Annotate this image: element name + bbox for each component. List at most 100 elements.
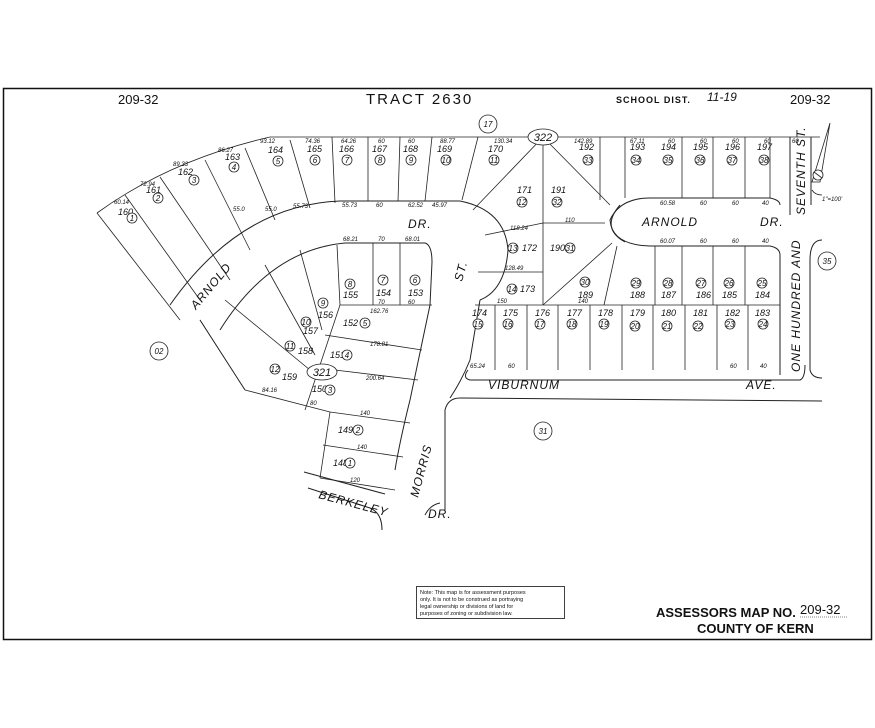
svg-text:159: 159 <box>282 372 297 382</box>
svg-text:35: 35 <box>823 257 832 266</box>
svg-text:60.58: 60.58 <box>660 201 676 207</box>
svg-text:168: 168 <box>403 144 418 154</box>
tract-title: TRACT 2630 <box>366 91 473 108</box>
street-seventh: SEVENTH ST. <box>794 126 808 215</box>
svg-text:70: 70 <box>378 300 385 306</box>
svg-text:186: 186 <box>696 290 711 300</box>
svg-text:166: 166 <box>339 144 354 154</box>
svg-text:65.24: 65.24 <box>470 364 486 370</box>
svg-text:60: 60 <box>668 139 675 145</box>
svg-text:4: 4 <box>345 351 350 360</box>
svg-text:23: 23 <box>725 320 735 329</box>
svg-text:158: 158 <box>298 346 313 356</box>
svg-text:60: 60 <box>732 139 739 145</box>
svg-text:68.21: 68.21 <box>343 237 358 243</box>
svg-text:24: 24 <box>758 320 768 329</box>
svg-text:151: 151 <box>330 350 345 360</box>
svg-text:2: 2 <box>355 426 361 435</box>
svg-text:160: 160 <box>118 207 133 217</box>
svg-text:170: 170 <box>488 144 503 154</box>
svg-text:64.26: 64.26 <box>341 139 357 145</box>
assessors-map-number: 209-32 <box>800 602 840 617</box>
svg-text:60: 60 <box>700 239 707 245</box>
svg-text:7: 7 <box>345 156 350 165</box>
lot-lines <box>96 136 780 491</box>
svg-text:60: 60 <box>376 203 383 209</box>
svg-text:140: 140 <box>578 299 589 305</box>
svg-text:80: 80 <box>310 401 317 407</box>
svg-text:153: 153 <box>408 288 423 298</box>
svg-text:20: 20 <box>630 322 640 331</box>
svg-text:67.11: 67.11 <box>630 139 645 145</box>
street-ave: AVE. <box>745 378 777 392</box>
street-arnold-dr: DR. <box>408 217 432 231</box>
svg-text:10: 10 <box>442 156 451 165</box>
svg-text:130.34: 130.34 <box>494 139 513 145</box>
svg-text:164: 164 <box>268 145 283 155</box>
street-one-hundred: ONE HUNDRED AND <box>789 239 803 372</box>
svg-text:184: 184 <box>755 290 770 300</box>
svg-text:150: 150 <box>497 299 508 305</box>
svg-text:38: 38 <box>760 156 769 165</box>
svg-text:197: 197 <box>757 142 773 152</box>
svg-text:169: 169 <box>437 144 452 154</box>
svg-text:9: 9 <box>409 156 414 165</box>
svg-text:16: 16 <box>504 320 513 329</box>
street-dr: DR. <box>428 507 452 521</box>
svg-text:322: 322 <box>534 132 552 144</box>
svg-text:195: 195 <box>693 142 709 152</box>
svg-text:Note: This map is for assessme: Note: This map is for assessment purpose… <box>420 590 526 596</box>
svg-text:152: 152 <box>343 318 358 328</box>
